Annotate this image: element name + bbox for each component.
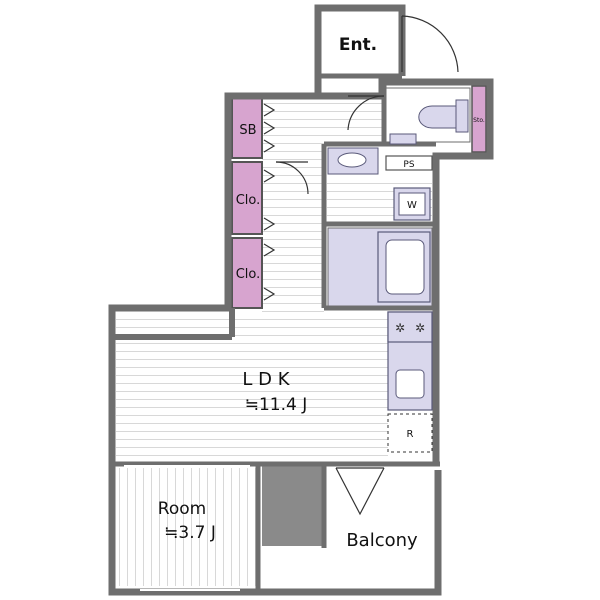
fridge-label: R [407,429,414,440]
closet-1-label: Clo. [236,193,261,208]
toilet-tank [455,99,469,133]
room-name-label: Room [158,499,206,519]
washer-label: W [407,200,417,211]
void-area [262,464,324,546]
toilet-sink [389,133,417,145]
balcony-floor [326,468,434,588]
shoebox-doors [263,103,276,301]
entrance-label: Ent. [339,35,377,55]
fridge-space [387,413,433,453]
washbasin-bowl [337,152,367,168]
burner-icon-1: ✲ [395,321,405,335]
closet-2 [231,237,263,309]
ldk-size-label: ≒11.4 J [245,395,308,415]
room-size-label: ≒3.7 J [164,523,216,543]
pipe-space-label: PS [403,160,414,170]
closet-2-label: Clo. [236,267,261,282]
room-floor [116,468,256,586]
ldk-name-label: L D K [242,369,290,390]
burner-icon-2: ✲ [415,321,425,335]
entrance-hall-floor [262,100,382,145]
shoe-box-label: SB [239,123,256,138]
ldk-upper-floor [232,312,388,342]
toilet-bowl [418,105,457,129]
shoe-box [231,97,263,159]
closet-1 [231,161,263,235]
stove [387,311,433,343]
bathtub-inner [385,239,425,295]
balcony-label: Balcony [346,530,418,551]
washer-inner [398,192,426,216]
pipe-space [385,155,433,171]
kitchen-sink [395,369,425,399]
storage-label: Sto. [473,117,485,124]
storage-toilet [471,85,487,153]
inner-walls [112,82,440,592]
